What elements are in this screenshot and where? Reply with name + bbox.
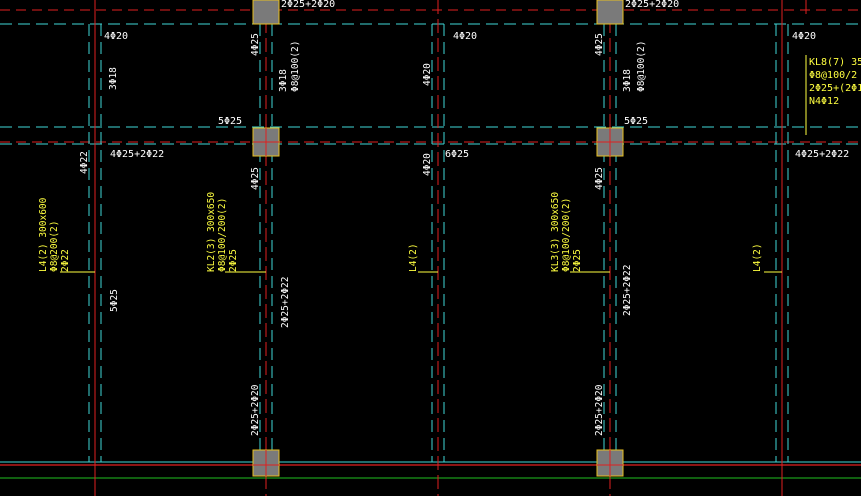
beam-tag-kl8[interactable]: KL8(7) 350 Φ8@100/2 2Φ25+(2Φ12 N4Φ12 — [809, 57, 861, 107]
horizontal-lines — [0, 9, 861, 479]
beam-tag-l4-left[interactable]: L4(2) 300x600 Φ8@200(2) 2Φ22 — [38, 197, 71, 272]
label-v8: 5Φ25 — [109, 289, 120, 312]
label-stir-a2: 3Φ18 — [278, 69, 289, 92]
label-r2: 6Φ25 — [445, 149, 469, 160]
kl2-line1: KL2(3) 300x650 — [206, 192, 217, 272]
label-v10: 2Φ25+2Φ22 — [622, 265, 633, 316]
label-v7: 4Φ25 — [594, 167, 605, 190]
label-v3: 4Φ20 — [422, 63, 433, 86]
label-v6: 4Φ20 — [422, 153, 433, 176]
label-mid1: 5Φ25 — [218, 116, 242, 127]
vertical-labels: 4Φ25 4Φ25 3Φ18 3Φ18 Φ8@100(2) 3Φ18 Φ8@10… — [79, 33, 647, 436]
label-r3: 4Φ25+2Φ22 — [795, 149, 849, 160]
kl3-line2: Φ8@100/200(2) — [561, 198, 572, 272]
column-top-1[interactable] — [252, 0, 280, 25]
label-t3: 4Φ20 — [792, 31, 816, 42]
label-v4: 4Φ22 — [79, 151, 90, 174]
kl8-line4: N4Φ12 — [809, 96, 839, 107]
kl8-line3: 2Φ25+(2Φ12 — [809, 83, 861, 94]
horizontal-labels: 2Φ25+2Φ20 2Φ25+2Φ20 4Φ20 4Φ20 4Φ20 5Φ25 … — [104, 0, 849, 160]
kl8-line2: Φ8@100/2 — [809, 70, 857, 81]
label-top-mid-beam: 2Φ25+2Φ20 — [625, 0, 679, 10]
label-v1: 4Φ25 — [250, 33, 261, 56]
label-v2: 4Φ25 — [594, 33, 605, 56]
column-top-2[interactable] — [596, 0, 624, 25]
columns — [252, 0, 624, 477]
kl8-line1: KL8(7) 350 — [809, 57, 861, 68]
beam-tag-kl2[interactable]: KL2(3) 300x650 Φ8@100/200(2) 2Φ25 — [206, 192, 239, 272]
l4-left-line2: Φ8@200(2) — [49, 221, 60, 272]
kl3-line1: KL3(3) 300x650 — [550, 192, 561, 272]
label-stir-d: Φ8@100(2) — [636, 41, 647, 92]
beam-tag-kl3[interactable]: KL3(3) 300x650 Φ8@100/200(2) 2Φ25 — [550, 192, 583, 272]
label-v11: 2Φ25+2Φ20 — [250, 384, 261, 436]
label-stir-c: 3Φ18 — [622, 69, 633, 92]
kl2-line2: Φ8@100/200(2) — [217, 198, 228, 272]
label-v5: 4Φ25 — [250, 167, 261, 190]
l4-right-line1: L4(2) — [752, 243, 763, 272]
label-mid2: 5Φ25 — [624, 116, 648, 127]
label-v9: 2Φ25+2Φ22 — [280, 277, 291, 328]
l4-mid-line1: L4(2) — [408, 243, 419, 272]
vertical-lines — [88, 0, 807, 496]
beam-tags: L4(2) 300x600 Φ8@200(2) 2Φ22 KL2(3) 300x… — [38, 192, 763, 272]
label-stir-b: Φ8@100(2) — [290, 41, 301, 92]
l4-left-line1: L4(2) 300x600 — [38, 197, 49, 272]
leader-lines — [60, 55, 807, 273]
label-stir-a: 3Φ18 — [108, 67, 119, 90]
label-t1: 4Φ20 — [104, 31, 128, 42]
label-top-left-beam: 2Φ25+2Φ20 — [281, 0, 335, 10]
label-r1: 4Φ25+2Φ22 — [110, 149, 164, 160]
l4-left-line3: 2Φ22 — [60, 249, 71, 272]
kl3-line3: 2Φ25 — [572, 249, 583, 272]
beam-tag-l4-right[interactable]: L4(2) — [752, 243, 763, 272]
label-t2: 4Φ20 — [453, 31, 477, 42]
kl2-line3: 2Φ25 — [228, 249, 239, 272]
label-v12: 2Φ25+2Φ20 — [594, 384, 605, 436]
beam-tag-l4-mid[interactable]: L4(2) — [408, 243, 419, 272]
